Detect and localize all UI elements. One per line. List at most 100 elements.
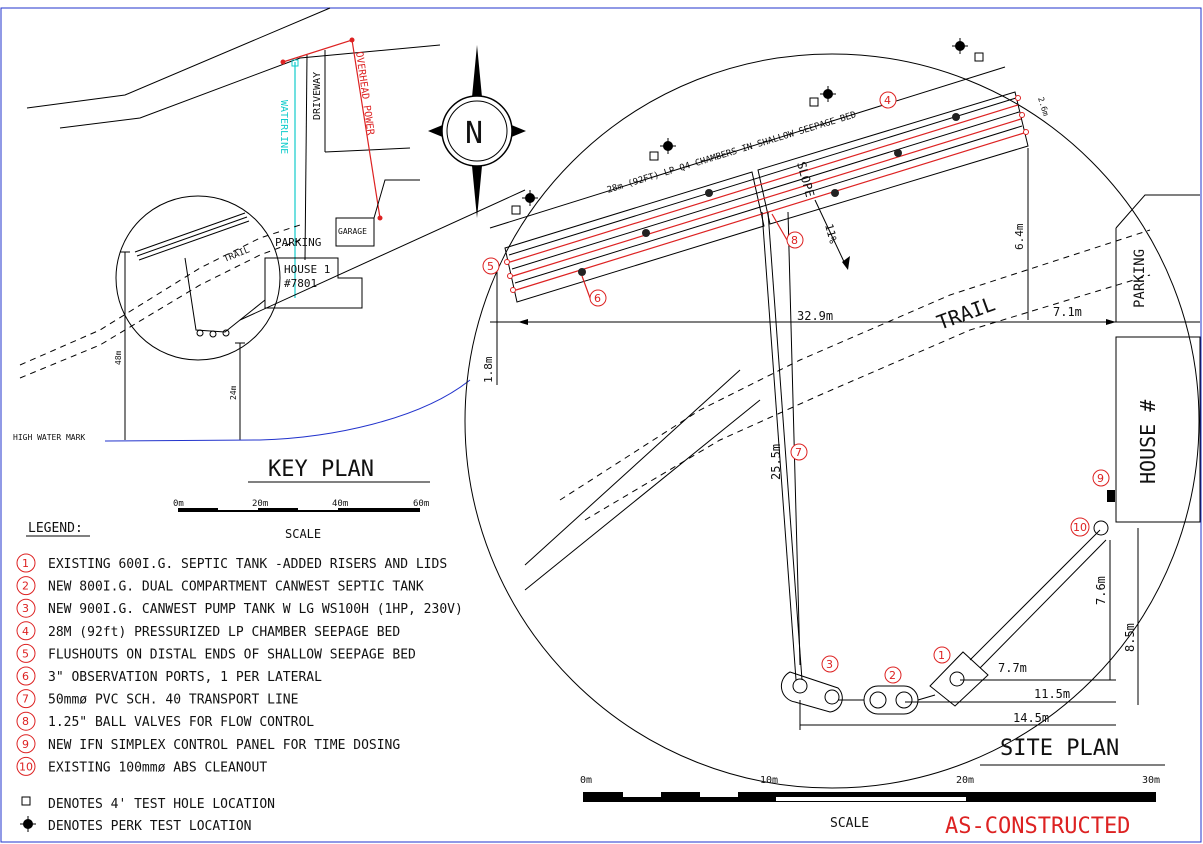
key-plan-title: KEY PLAN <box>268 457 374 482</box>
legend-number-badge <box>16 734 36 754</box>
site-house <box>1115 336 1201 523</box>
callout-10: 10 <box>1070 517 1090 537</box>
driveway-label: DRIVEWAY <box>312 72 323 120</box>
legend-number-badge <box>16 689 36 709</box>
overhead-power-label: OVERHEAD POWER <box>353 51 376 137</box>
legend-text: NEW IFN SIMPLEX CONTROL PANEL FOR TIME D… <box>48 738 400 753</box>
legend-number: 5 <box>22 647 29 660</box>
test-hole <box>809 97 819 107</box>
callout-8: 8 <box>786 231 804 249</box>
dim-7-1: 7.1m <box>1053 305 1082 319</box>
svg-text:9: 9 <box>1097 472 1104 485</box>
key-scale-0: 0m <box>173 499 184 509</box>
test-hole <box>974 52 984 62</box>
road-edge <box>59 44 441 129</box>
legend-item: 4 28M (92ft) PRESSURIZED LP CHAMBER SEEPA… <box>16 621 400 641</box>
legend-item: 6 3" OBSERVATION PORTS, 1 PER LATERAL <box>16 666 322 686</box>
legend-number: 3 <box>22 602 29 615</box>
legend-number-badge <box>16 598 36 618</box>
key-scale-60: 60m <box>413 499 429 509</box>
slope-label: SLOPE <box>794 160 817 199</box>
north-compass: N <box>428 45 526 218</box>
legend-number-badge <box>16 643 36 663</box>
key-trail-2 <box>19 239 301 379</box>
bed-width-label: 2.6m <box>1036 96 1050 117</box>
legend-number: 8 <box>22 715 29 728</box>
dual-septic-tank <box>863 685 919 715</box>
legend-test-hole-icon <box>21 796 31 806</box>
legend-number-badge <box>16 576 36 596</box>
legend-title: LEGEND: <box>28 521 83 536</box>
high-water-line <box>104 379 471 442</box>
site-house-label: HOUSE # <box>1136 400 1160 484</box>
site-scale-label: SCALE <box>830 816 869 831</box>
site-parking-label: PARKING <box>1132 249 1148 308</box>
svg-text:5: 5 <box>487 260 494 273</box>
site-scale-30: 30m <box>1142 775 1160 786</box>
callout-1: 1 <box>933 646 951 664</box>
site-plan: 28m (92FT) LP Q4 CHAMBERS IN SHALLOW SEE… <box>239 38 1201 839</box>
site-plan-circle <box>464 53 1200 789</box>
key-plan-site-circle <box>115 195 281 361</box>
legend-text: 28M (92ft) PRESSURIZED LP CHAMBER SEEPAG… <box>48 625 400 640</box>
callout-9: 9 <box>1092 469 1110 487</box>
key-dim-48: 48m <box>114 350 123 365</box>
legend-number: 6 <box>22 670 29 683</box>
legend-text: EXISTING 100mmø ABS CLEANOUT <box>48 760 267 775</box>
legend-text: 1.25" BALL VALVES FOR FLOW CONTROL <box>48 715 314 730</box>
svg-text:4: 4 <box>884 94 891 107</box>
dim-1-8: 1.8m <box>482 356 495 383</box>
legend-number-badge <box>16 666 36 686</box>
svg-text:1: 1 <box>938 649 945 662</box>
transport-line <box>761 211 797 681</box>
waterline-label: WATERLINE <box>278 100 289 154</box>
dim-14-5: 14.5m <box>1013 711 1049 725</box>
site-scale-0: 0m <box>580 775 592 786</box>
site-trail-1 <box>559 229 1151 501</box>
callout-5: 5 <box>482 257 500 275</box>
legend-number-badge <box>16 621 36 641</box>
legend-text: 3" OBSERVATION PORTS, 1 PER LATERAL <box>48 670 322 685</box>
legend-text: 50mmø PVC SCH. 40 TRANSPORT LINE <box>48 693 298 708</box>
site-scale-10: 10m <box>760 775 778 786</box>
legend-number: 1 <box>22 557 29 570</box>
legend-perk-icon <box>20 816 36 832</box>
tanks <box>780 529 1107 715</box>
legend-number: 4 <box>22 625 29 638</box>
garage-label: GARAGE <box>338 227 367 236</box>
key-scale-20: 20m <box>252 499 268 509</box>
control-panel <box>1107 490 1115 502</box>
callout-6: 6 <box>589 289 607 307</box>
pump-tank <box>780 671 843 713</box>
north-label: N <box>465 116 483 151</box>
site-scale-20: 20m <box>956 775 974 786</box>
legend-number-badge <box>16 711 36 731</box>
dim-11-5: 11.5m <box>1034 687 1070 701</box>
dim-32-9: 32.9m <box>797 309 833 323</box>
legend-number-badge <box>16 553 36 573</box>
cleanout <box>1093 520 1109 536</box>
legend-number-badge <box>16 756 36 776</box>
callout-7: 7 <box>790 443 808 461</box>
house-label-1: HOUSE 1 <box>284 263 330 276</box>
legend-item: 8 1.25" BALL VALVES FOR FLOW CONTROL <box>16 711 314 731</box>
existing-septic-tank <box>929 651 989 707</box>
svg-text:8: 8 <box>791 234 798 247</box>
key-scale-40: 40m <box>332 499 348 509</box>
house-label-2: #7801 <box>284 277 317 290</box>
test-markers <box>511 38 984 215</box>
legend-text: NEW 800I.G. DUAL COMPARTMENT CANWEST SEP… <box>48 580 424 595</box>
house-1 <box>264 257 363 309</box>
legend-number: 2 <box>22 580 29 593</box>
legend-perk-test: DENOTES PERK TEST LOCATION <box>48 819 252 834</box>
site-trail-2 <box>584 274 1151 521</box>
as-constructed-stamp: AS-CONSTRUCTED <box>945 814 1130 839</box>
